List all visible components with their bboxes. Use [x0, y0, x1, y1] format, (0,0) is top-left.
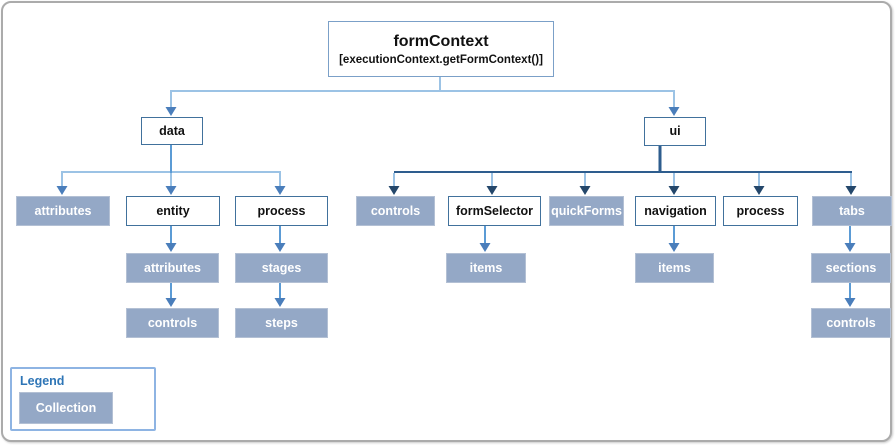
node-navigation: navigation — [635, 196, 716, 226]
formcontext-title: formContext — [393, 32, 489, 50]
node-entity-controls: controls — [126, 308, 219, 338]
node-tabs-controls: controls — [811, 308, 891, 338]
legend-collection-chip: Collection — [19, 392, 113, 424]
connector-layer — [56, 76, 857, 307]
formcontext-subtitle: [executionContext.getFormContext()] — [339, 53, 543, 66]
medium-connectors — [170, 144, 851, 299]
dark-arrowheads — [388, 186, 857, 195]
node-ui: ui — [644, 117, 706, 146]
medium-arrowheads — [56, 107, 856, 307]
node-sections: sections — [811, 253, 891, 283]
legend-title: Legend — [20, 374, 65, 388]
node-formselector-items: items — [446, 253, 526, 283]
node-entity: entity — [126, 196, 220, 226]
node-data-process: process — [235, 196, 328, 226]
node-tabs: tabs — [812, 196, 892, 226]
node-steps: steps — [235, 308, 328, 338]
node-entity-attributes: attributes — [126, 253, 219, 283]
node-formcontext: formContext [executionContext.getFormCon… — [328, 21, 554, 77]
node-ui-controls: controls — [356, 196, 435, 226]
node-stages: stages — [235, 253, 328, 283]
node-quickforms: quickForms — [549, 196, 624, 226]
node-formselector: formSelector — [448, 196, 541, 226]
node-navigation-items: items — [635, 253, 714, 283]
node-data: data — [141, 117, 203, 145]
node-data-attributes: attributes — [16, 196, 110, 226]
node-ui-process: process — [723, 196, 798, 226]
legend: Legend Collection — [10, 367, 156, 431]
dark-connectors — [394, 145, 852, 173]
